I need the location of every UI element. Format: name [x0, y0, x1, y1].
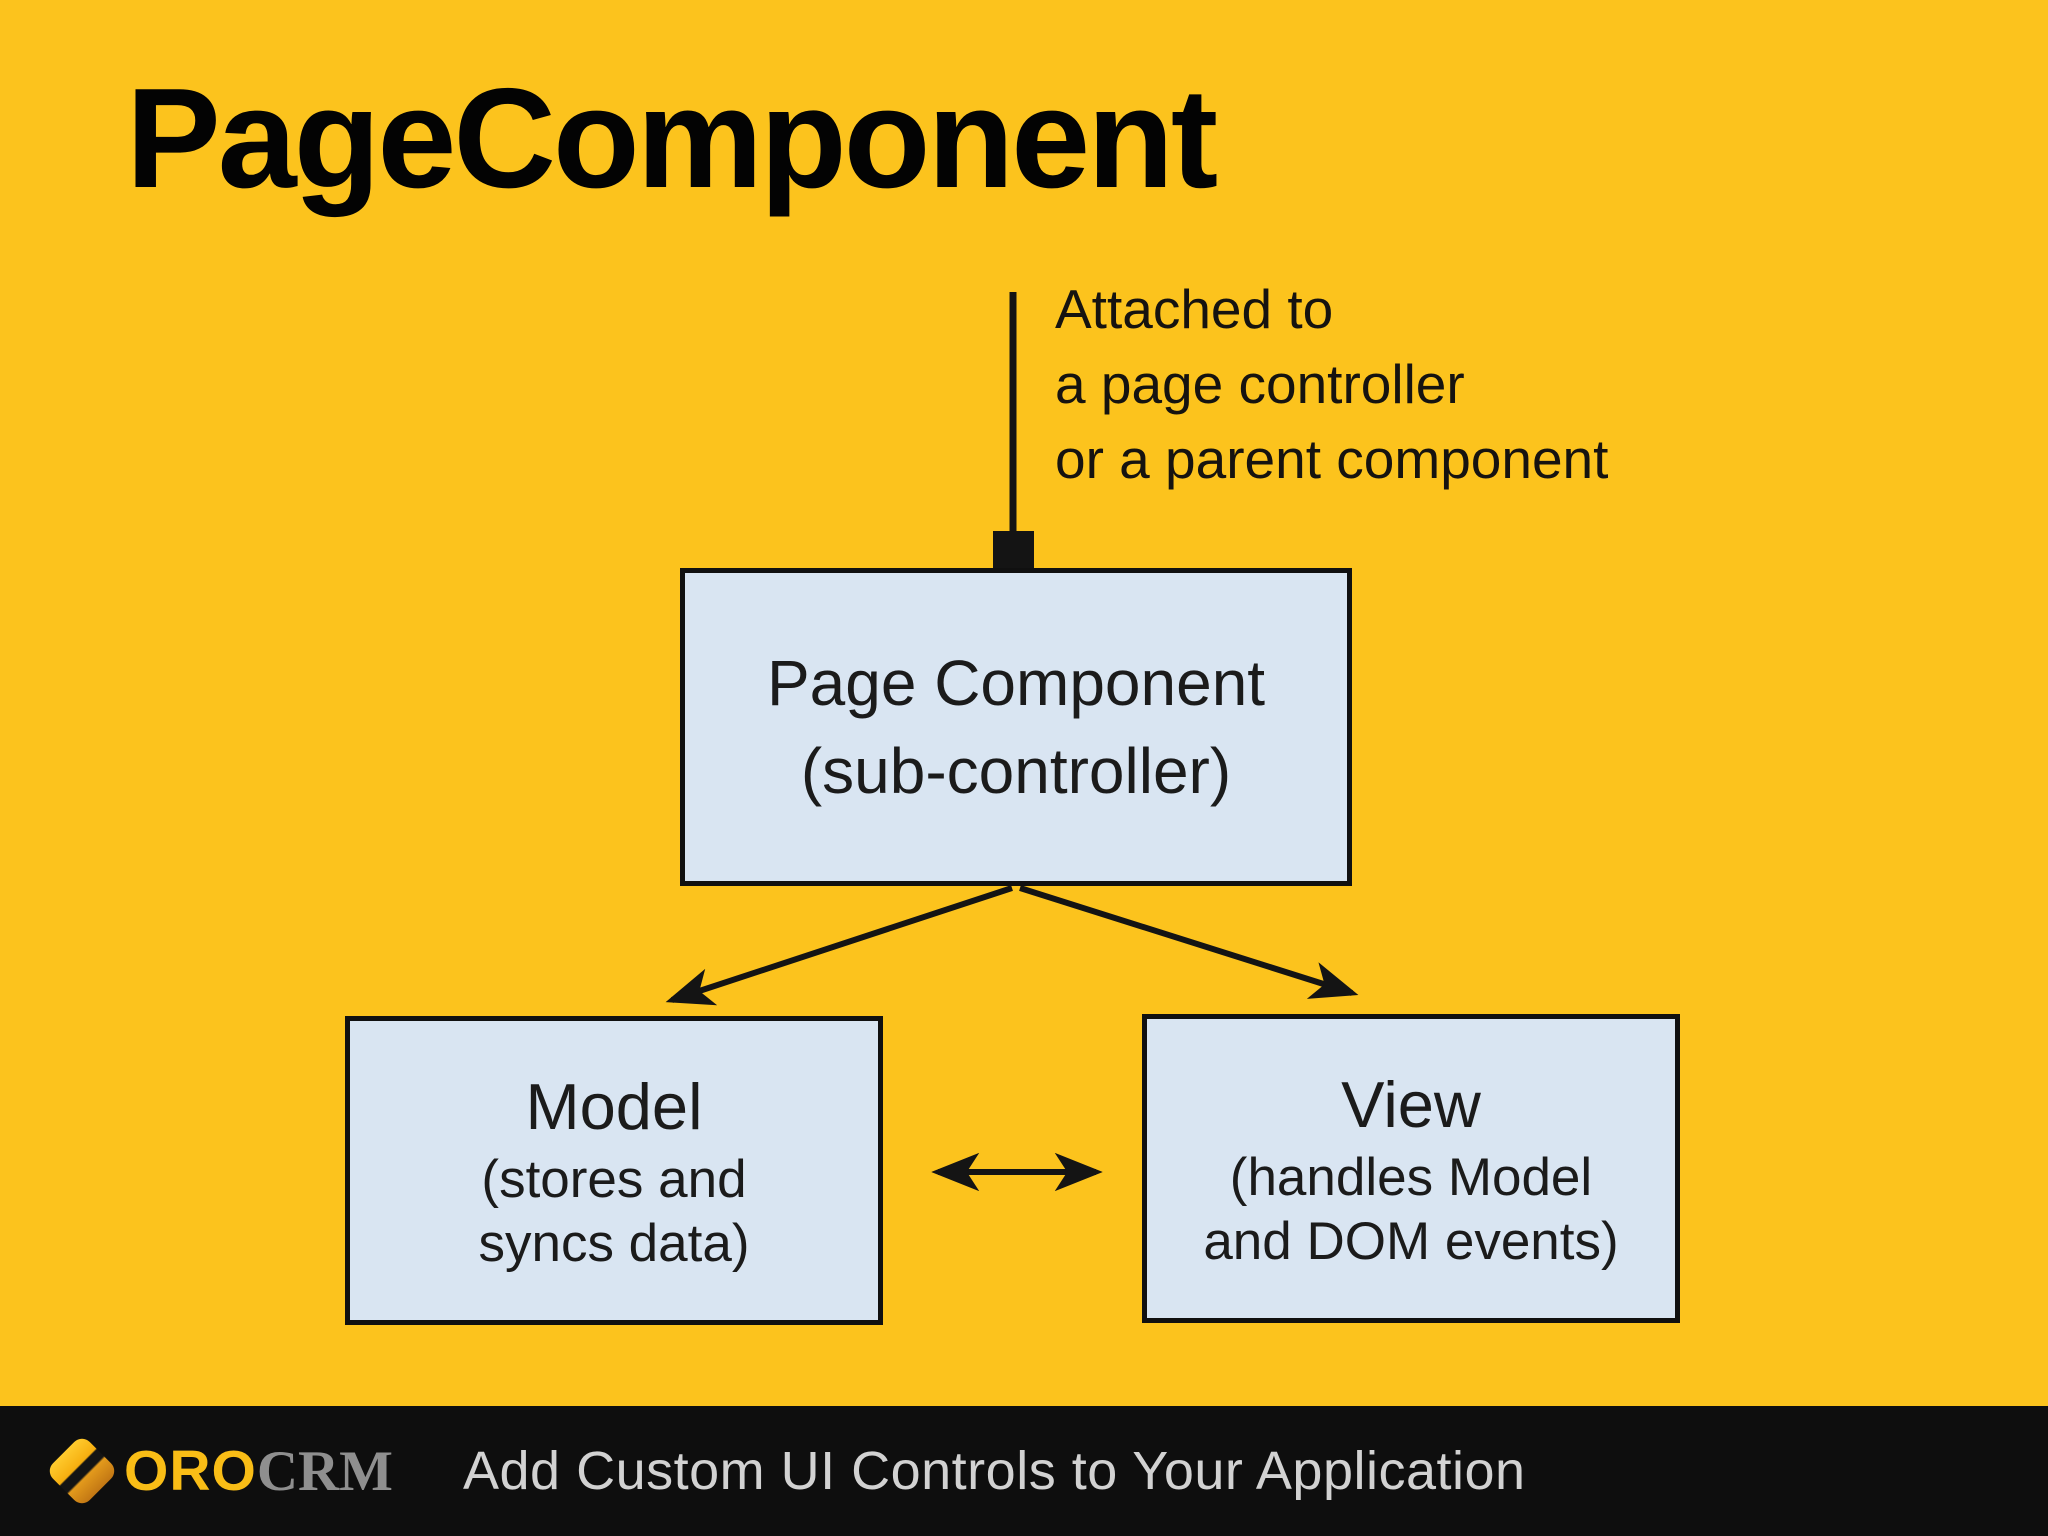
node-view-subtitle: (handles Model	[1229, 1147, 1593, 1207]
orocrm-diamond-icon	[45, 1434, 119, 1508]
node-view-title: View	[1341, 1067, 1481, 1141]
node-view: View (handles Model and DOM events)	[1142, 1014, 1680, 1323]
annotation-line: a page controller	[1055, 353, 1465, 415]
node-model: Model (stores and syncs data)	[345, 1016, 883, 1325]
node-model-subtitle: (stores and	[481, 1149, 747, 1209]
annotation-line: Attached to	[1055, 278, 1334, 340]
annotation-line: or a parent component	[1055, 428, 1609, 490]
node-view-subtitle: and DOM events)	[1203, 1211, 1619, 1271]
page-title: PageComponent	[126, 59, 1218, 218]
footer-caption: Add Custom UI Controls to Your Applicati…	[462, 1441, 1526, 1501]
logo-text-crm: CRM	[256, 1440, 393, 1503]
node-page-component-subtitle: (sub-controller)	[800, 735, 1232, 807]
node-page-component: Page Component (sub-controller)	[680, 568, 1352, 886]
connector-anchor-square	[993, 531, 1034, 570]
arrow-pagecomponent-to-view	[1019, 885, 1359, 999]
footer-bar: OROCRM Add Custom UI Controls to Your Ap…	[0, 1406, 2048, 1536]
connector-annotation: Attached to a page controller or a paren…	[1055, 272, 1608, 497]
arrow-pagecomponent-to-model	[665, 885, 1013, 1006]
logo-text-oro: ORO	[124, 1439, 257, 1503]
node-page-component-title: Page Component	[766, 647, 1266, 719]
orocrm-logo: OROCRM	[124, 1438, 393, 1504]
node-model-subtitle: syncs data)	[478, 1213, 750, 1273]
node-model-title: Model	[525, 1069, 703, 1143]
